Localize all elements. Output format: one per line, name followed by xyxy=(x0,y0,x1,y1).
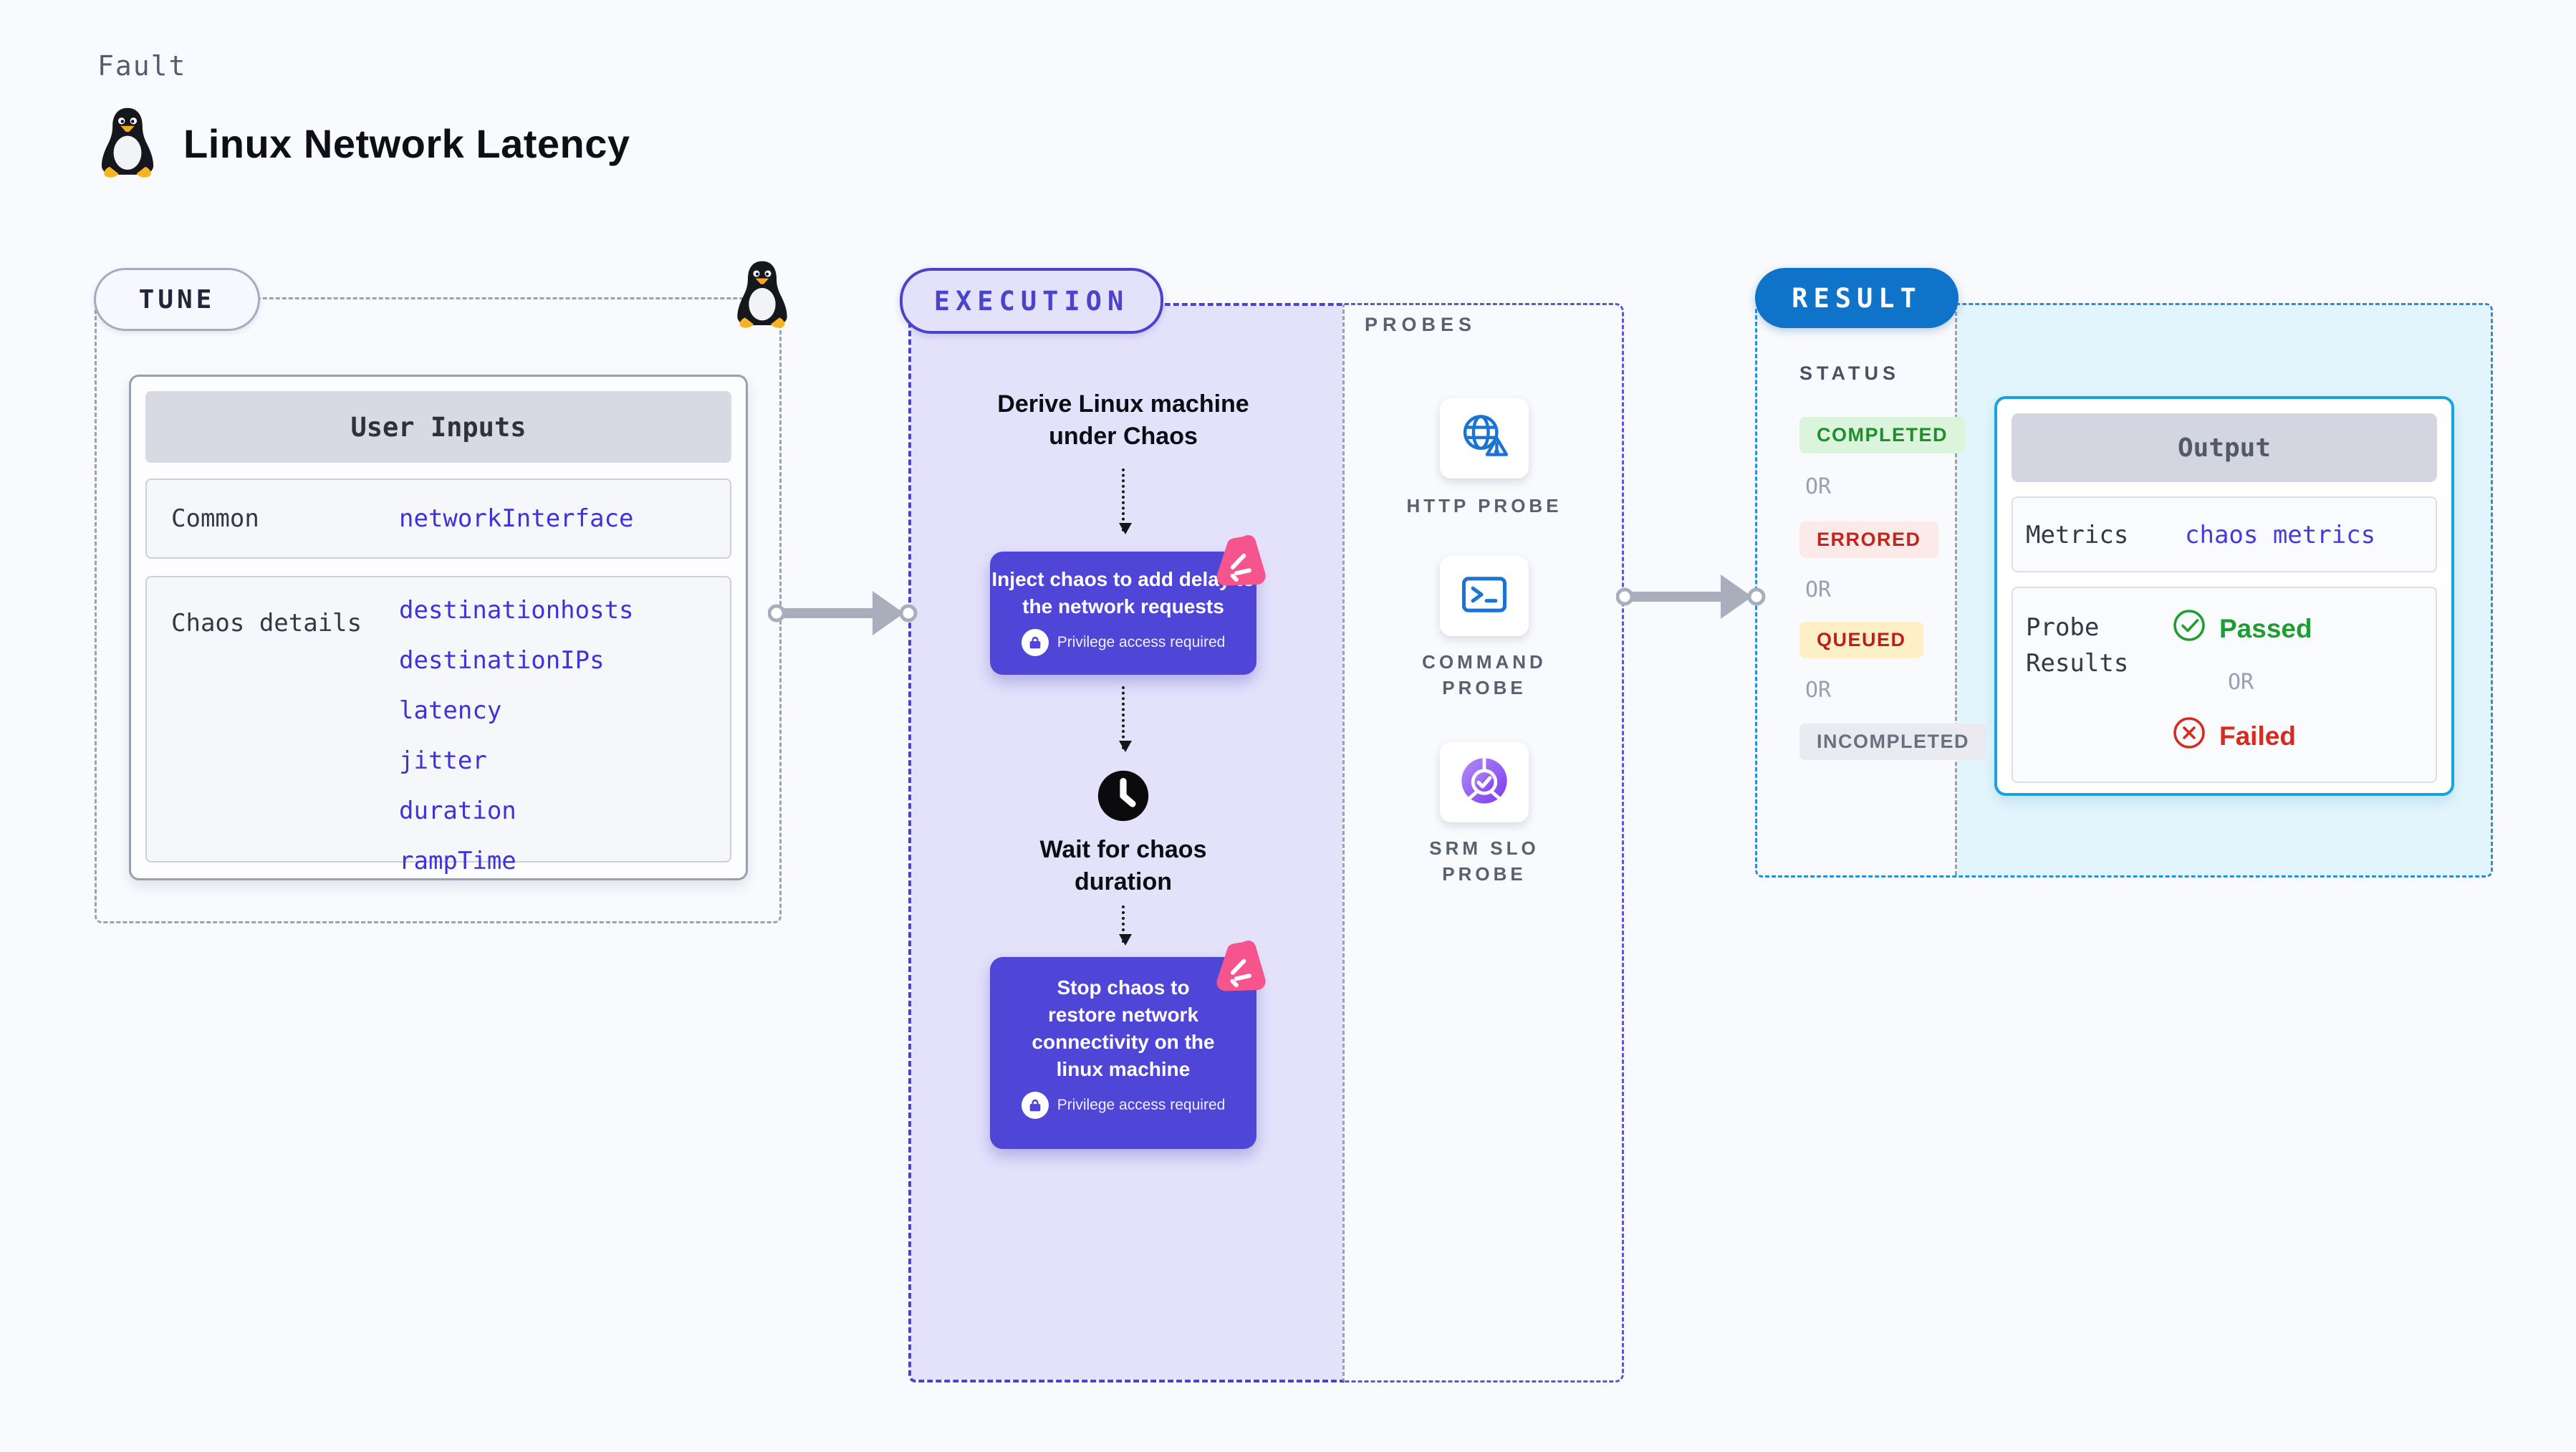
output-card: Output Metrics chaos metrics Probe Resul… xyxy=(1994,396,2454,796)
chaos-spark-icon xyxy=(1203,528,1277,602)
node-text-line: restore network xyxy=(1047,1004,1199,1026)
input-row-label: Chaos details xyxy=(171,609,362,638)
privilege-badge: Privilege access required xyxy=(990,1092,1256,1119)
node-text-line: Inject chaos to add delay to xyxy=(991,568,1255,590)
status-heading: STATUS xyxy=(1799,362,1900,384)
stop-chaos-node: Stop chaos to restore network connectivi… xyxy=(990,940,1266,1149)
tux-penguin-icon xyxy=(734,259,791,328)
derive-line: under Chaos xyxy=(1049,423,1198,450)
fault-kicker: Fault xyxy=(97,50,187,82)
node-text-line: connectivity on the xyxy=(1032,1031,1215,1053)
node-text-line: linux machine xyxy=(1056,1058,1191,1080)
or-label: OR xyxy=(2228,670,2254,695)
inject-chaos-node: Inject chaos to add delay to the network… xyxy=(990,534,1266,675)
probe-results-label: Probe Results xyxy=(2026,610,2128,681)
wait-line: Wait for chaos xyxy=(1039,836,1207,863)
metrics-value: chaos metrics xyxy=(2185,521,2376,549)
status-badge-completed: COMPLETED xyxy=(1799,417,1966,453)
execution-section-box xyxy=(908,303,1345,1383)
derive-line: Derive Linux machine xyxy=(997,390,1249,418)
tune-to-execution-arrow xyxy=(768,591,918,635)
status-badge-queued: QUEUED xyxy=(1799,622,1923,658)
passed-result: Passed xyxy=(2172,608,2312,649)
result-pill: RESULT xyxy=(1755,268,1959,328)
flow-connector xyxy=(1119,686,1132,752)
flow-connector xyxy=(1119,905,1132,946)
privilege-badge-label: Privilege access required xyxy=(1057,634,1226,650)
input-value: destinationhosts xyxy=(399,596,634,625)
input-value: latency xyxy=(399,696,502,725)
user-inputs-card: User Inputs Common networkInterface Chao… xyxy=(129,375,748,880)
user-inputs-header: User Inputs xyxy=(145,391,731,463)
metrics-row: Metrics chaos metrics xyxy=(2012,496,2437,572)
input-value: networkInterface xyxy=(399,504,634,533)
input-value: destinationIPs xyxy=(399,646,605,675)
input-value: rampTime xyxy=(399,847,516,875)
failed-label: Failed xyxy=(2219,721,2296,751)
flow-connector xyxy=(1119,468,1132,534)
probes-heading: PROBES xyxy=(1365,314,1477,335)
x-circle-icon xyxy=(2172,716,2206,756)
lock-icon xyxy=(1021,629,1049,656)
http-probe-label: HTTP PROBE xyxy=(1383,493,1586,519)
input-value: duration xyxy=(399,797,516,825)
derive-step-label: Derive Linux machine under Chaos xyxy=(966,388,1281,453)
chaos-spark-icon xyxy=(1203,933,1277,1007)
terminal-icon xyxy=(1457,567,1512,625)
probe-label-line: HTTP PROBE xyxy=(1406,495,1562,516)
tux-penguin-icon xyxy=(97,106,158,181)
page-title: Linux Network Latency xyxy=(183,121,630,166)
wait-line: duration xyxy=(1075,868,1172,895)
or-label: OR xyxy=(1805,577,1832,602)
probe-label-line: PROBE xyxy=(1442,677,1527,698)
srm-slo-probe-label: SRM SLO PROBE xyxy=(1383,835,1586,887)
input-row-common: Common networkInterface xyxy=(145,479,731,559)
wait-step-label: Wait for chaos duration xyxy=(1001,834,1245,898)
probe-results-row: Probe Results Passed OR Failed xyxy=(2012,587,2437,783)
clock-icon xyxy=(1097,769,1150,822)
metrics-label: Metrics xyxy=(2026,521,2129,549)
failed-result: Failed xyxy=(2172,716,2296,756)
lock-icon xyxy=(1021,1092,1049,1119)
globe-warning-icon xyxy=(1457,410,1512,468)
probe-label-line: SRM SLO xyxy=(1429,837,1539,859)
srm-slo-probe-card xyxy=(1440,742,1529,822)
input-value: jitter xyxy=(399,746,487,775)
probe-label-line: COMMAND xyxy=(1422,651,1547,673)
slo-pie-check-icon xyxy=(1457,754,1512,812)
probe-results-label-line: Results xyxy=(2026,649,2129,678)
privilege-badge-label: Privilege access required xyxy=(1057,1097,1226,1113)
execution-to-result-arrow xyxy=(1616,574,1766,619)
execution-pill: EXECUTION xyxy=(900,268,1163,334)
input-values-list: destinationhosts destinationIPs latency … xyxy=(399,596,634,875)
status-badge-incompleted: INCOMPLETED xyxy=(1799,723,1987,760)
node-text-line: Stop chaos to xyxy=(1057,976,1190,999)
output-header: Output xyxy=(2012,413,2437,482)
http-probe-card xyxy=(1440,398,1529,479)
probe-label-line: PROBE xyxy=(1442,863,1527,885)
input-row-label: Common xyxy=(171,504,259,533)
command-probe-card xyxy=(1440,556,1529,636)
probes-section-box xyxy=(1345,303,1624,1383)
probe-results-label-line: Probe xyxy=(2026,613,2100,642)
tune-pill: TUNE xyxy=(94,268,260,331)
page-header: Linux Network Latency xyxy=(97,106,630,181)
check-circle-icon xyxy=(2172,608,2206,649)
status-badge-errored: ERRORED xyxy=(1799,521,1938,558)
node-text-line: the network requests xyxy=(1022,595,1224,617)
passed-label: Passed xyxy=(2219,613,2312,643)
or-label: OR xyxy=(1805,678,1832,703)
command-probe-label: COMMAND PROBE xyxy=(1383,649,1586,701)
privilege-badge: Privilege access required xyxy=(990,629,1256,656)
or-label: OR xyxy=(1805,474,1832,499)
input-row-chaos-details: Chaos details destinationhosts destinati… xyxy=(145,576,731,875)
